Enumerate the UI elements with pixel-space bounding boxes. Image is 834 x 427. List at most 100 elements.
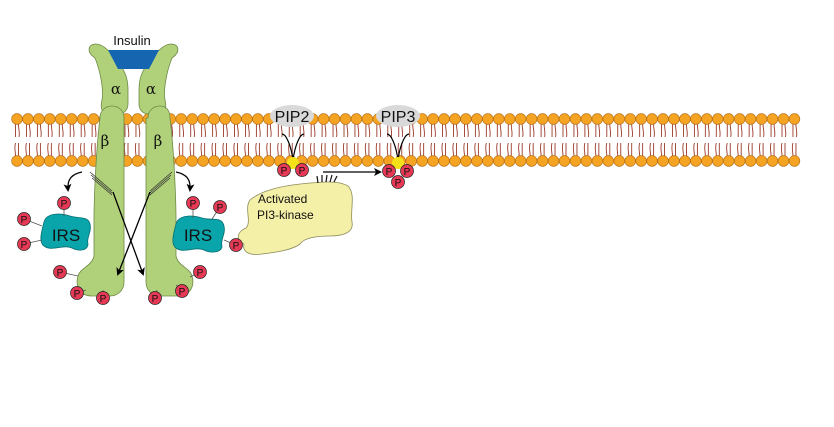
lipid <box>317 113 330 167</box>
lipid-head-outer <box>66 113 78 125</box>
lipid-head-outer <box>788 113 801 125</box>
lipid-head-outer <box>624 113 636 125</box>
alpha-label-right: α <box>146 80 156 98</box>
lipid-head-inner <box>558 155 571 167</box>
lipid <box>504 113 516 167</box>
lipid-head-inner <box>701 155 713 167</box>
lipid-head-inner <box>306 155 319 167</box>
lipid-head-inner <box>635 155 647 167</box>
insulin-molecule <box>108 50 159 69</box>
lipid-head-inner <box>744 155 757 167</box>
lipid <box>493 113 505 167</box>
lipid-head-inner <box>591 155 604 167</box>
lipid <box>536 113 549 167</box>
lipid-head-inner <box>657 155 669 167</box>
lipid <box>241 113 253 167</box>
phosphate-pip3: P <box>391 175 405 189</box>
phosphate-label: P <box>197 268 204 279</box>
alpha-label-left: α <box>111 80 121 98</box>
lipid-head-outer <box>646 113 658 125</box>
phosphate-label: P <box>190 199 197 210</box>
lipid-head-inner <box>372 155 385 167</box>
lipid-head-inner <box>613 155 625 167</box>
lipid-head-outer <box>87 113 100 125</box>
lipid-head-inner <box>788 155 801 167</box>
lipid-head-inner <box>460 155 472 167</box>
pip2-inositol <box>287 157 299 169</box>
lipid <box>131 113 144 167</box>
lipid <box>66 113 78 167</box>
lipid-head-inner <box>197 155 209 167</box>
lipid-head-inner <box>755 155 768 167</box>
lipid-head-inner <box>22 155 34 167</box>
phosphate-pip2: P <box>295 163 309 177</box>
lipid-head-inner <box>536 155 549 167</box>
irs-label-left: IRS <box>52 226 80 245</box>
lipid-head-outer <box>328 113 341 125</box>
phosphate-label: P <box>57 268 64 279</box>
irs-label-right: IRS <box>184 226 212 245</box>
lipid <box>438 113 450 167</box>
lipid-head-outer <box>55 113 67 125</box>
lipid-head-outer <box>427 113 439 125</box>
lipid-head-outer <box>679 113 691 125</box>
lipid-head-outer <box>580 113 593 125</box>
phosphate-beta-right: P <box>148 289 162 305</box>
phosphate-label: P <box>217 203 224 214</box>
lipid-head-outer <box>591 113 604 125</box>
pi3-kinase <box>237 181 353 255</box>
lipid-head-outer <box>208 113 220 125</box>
phosphate-irs-right: P <box>186 196 200 218</box>
lipid-head-inner <box>131 155 144 167</box>
phosphate-label: P <box>152 294 159 305</box>
phosphate-label: P <box>61 199 68 210</box>
receptor-alpha-right <box>138 43 179 115</box>
lipid-head-outer <box>536 113 549 125</box>
lipid-head-outer <box>755 113 768 125</box>
lipid-head-inner <box>66 155 78 167</box>
lipid <box>657 113 669 167</box>
lipid <box>55 113 67 167</box>
phosphate-label: P <box>395 178 402 189</box>
lipid-head-outer <box>657 113 669 125</box>
lipid-head-outer <box>766 113 779 125</box>
lipid <box>339 113 352 167</box>
pi3k-activity-marks <box>316 174 338 184</box>
pip2: PIP2 <box>270 105 314 169</box>
irs-protein-left <box>40 213 91 251</box>
lipid <box>580 113 593 167</box>
phosphate-beta-left: P <box>53 265 79 279</box>
lipid <box>744 113 757 167</box>
lipid-head-outer <box>44 113 56 125</box>
lipid-head-inner <box>55 155 67 167</box>
phosphate-label: P <box>299 166 306 177</box>
pip3-inositol <box>392 157 404 169</box>
irs-protein-right <box>172 215 225 253</box>
lipid-head-inner <box>186 155 198 167</box>
lipid <box>306 113 319 167</box>
phosphate-beta-left: P <box>70 286 87 300</box>
lipid <box>558 113 571 167</box>
lipid <box>350 113 363 167</box>
arrow-left-to-right <box>112 191 145 276</box>
lipid <box>197 113 209 167</box>
lipid-head-inner <box>339 155 352 167</box>
phosphate-label: P <box>281 166 288 177</box>
lipid <box>547 113 560 167</box>
lipid <box>482 113 494 167</box>
phosphate-label: P <box>233 241 240 252</box>
lipid-head-inner <box>350 155 363 167</box>
lipid-head-outer <box>482 113 494 125</box>
lipid-head-inner <box>668 155 680 167</box>
lipid-head-inner <box>416 155 428 167</box>
lipid-head-inner <box>471 155 483 167</box>
lipid-head-outer <box>723 113 735 125</box>
lipid-head-inner <box>624 155 636 167</box>
lipid <box>733 113 746 167</box>
lipid <box>613 113 625 167</box>
phosphate-irs-left: P <box>17 237 43 251</box>
lipid-head-outer <box>547 113 560 125</box>
lipid <box>701 113 713 167</box>
lipid-head-inner <box>449 155 461 167</box>
